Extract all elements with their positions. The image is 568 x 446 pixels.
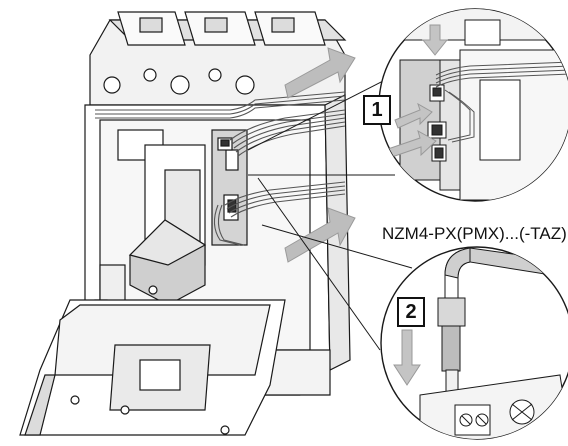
arrow-detail-1-a (394, 102, 433, 129)
circuit-breaker-body (19, 11, 351, 436)
step-1-badge: 1 (363, 95, 391, 125)
arrow-detail-1-b (384, 129, 437, 159)
step-2-badge: 2 (397, 297, 425, 327)
arrow-lower (284, 207, 356, 263)
leader-lines (247, 79, 413, 351)
insertion-arrows (284, 47, 356, 263)
detail-view-2 (380, 246, 568, 440)
wire-harness-main (95, 91, 346, 246)
detail-view-1 (378, 8, 568, 202)
arrow-detail-2-down (393, 329, 421, 386)
arrow-upper (284, 47, 356, 99)
product-label: NZM4-PX(PMX)...(-TAZ) (382, 224, 567, 243)
arrow-detail-1-down (421, 24, 449, 56)
